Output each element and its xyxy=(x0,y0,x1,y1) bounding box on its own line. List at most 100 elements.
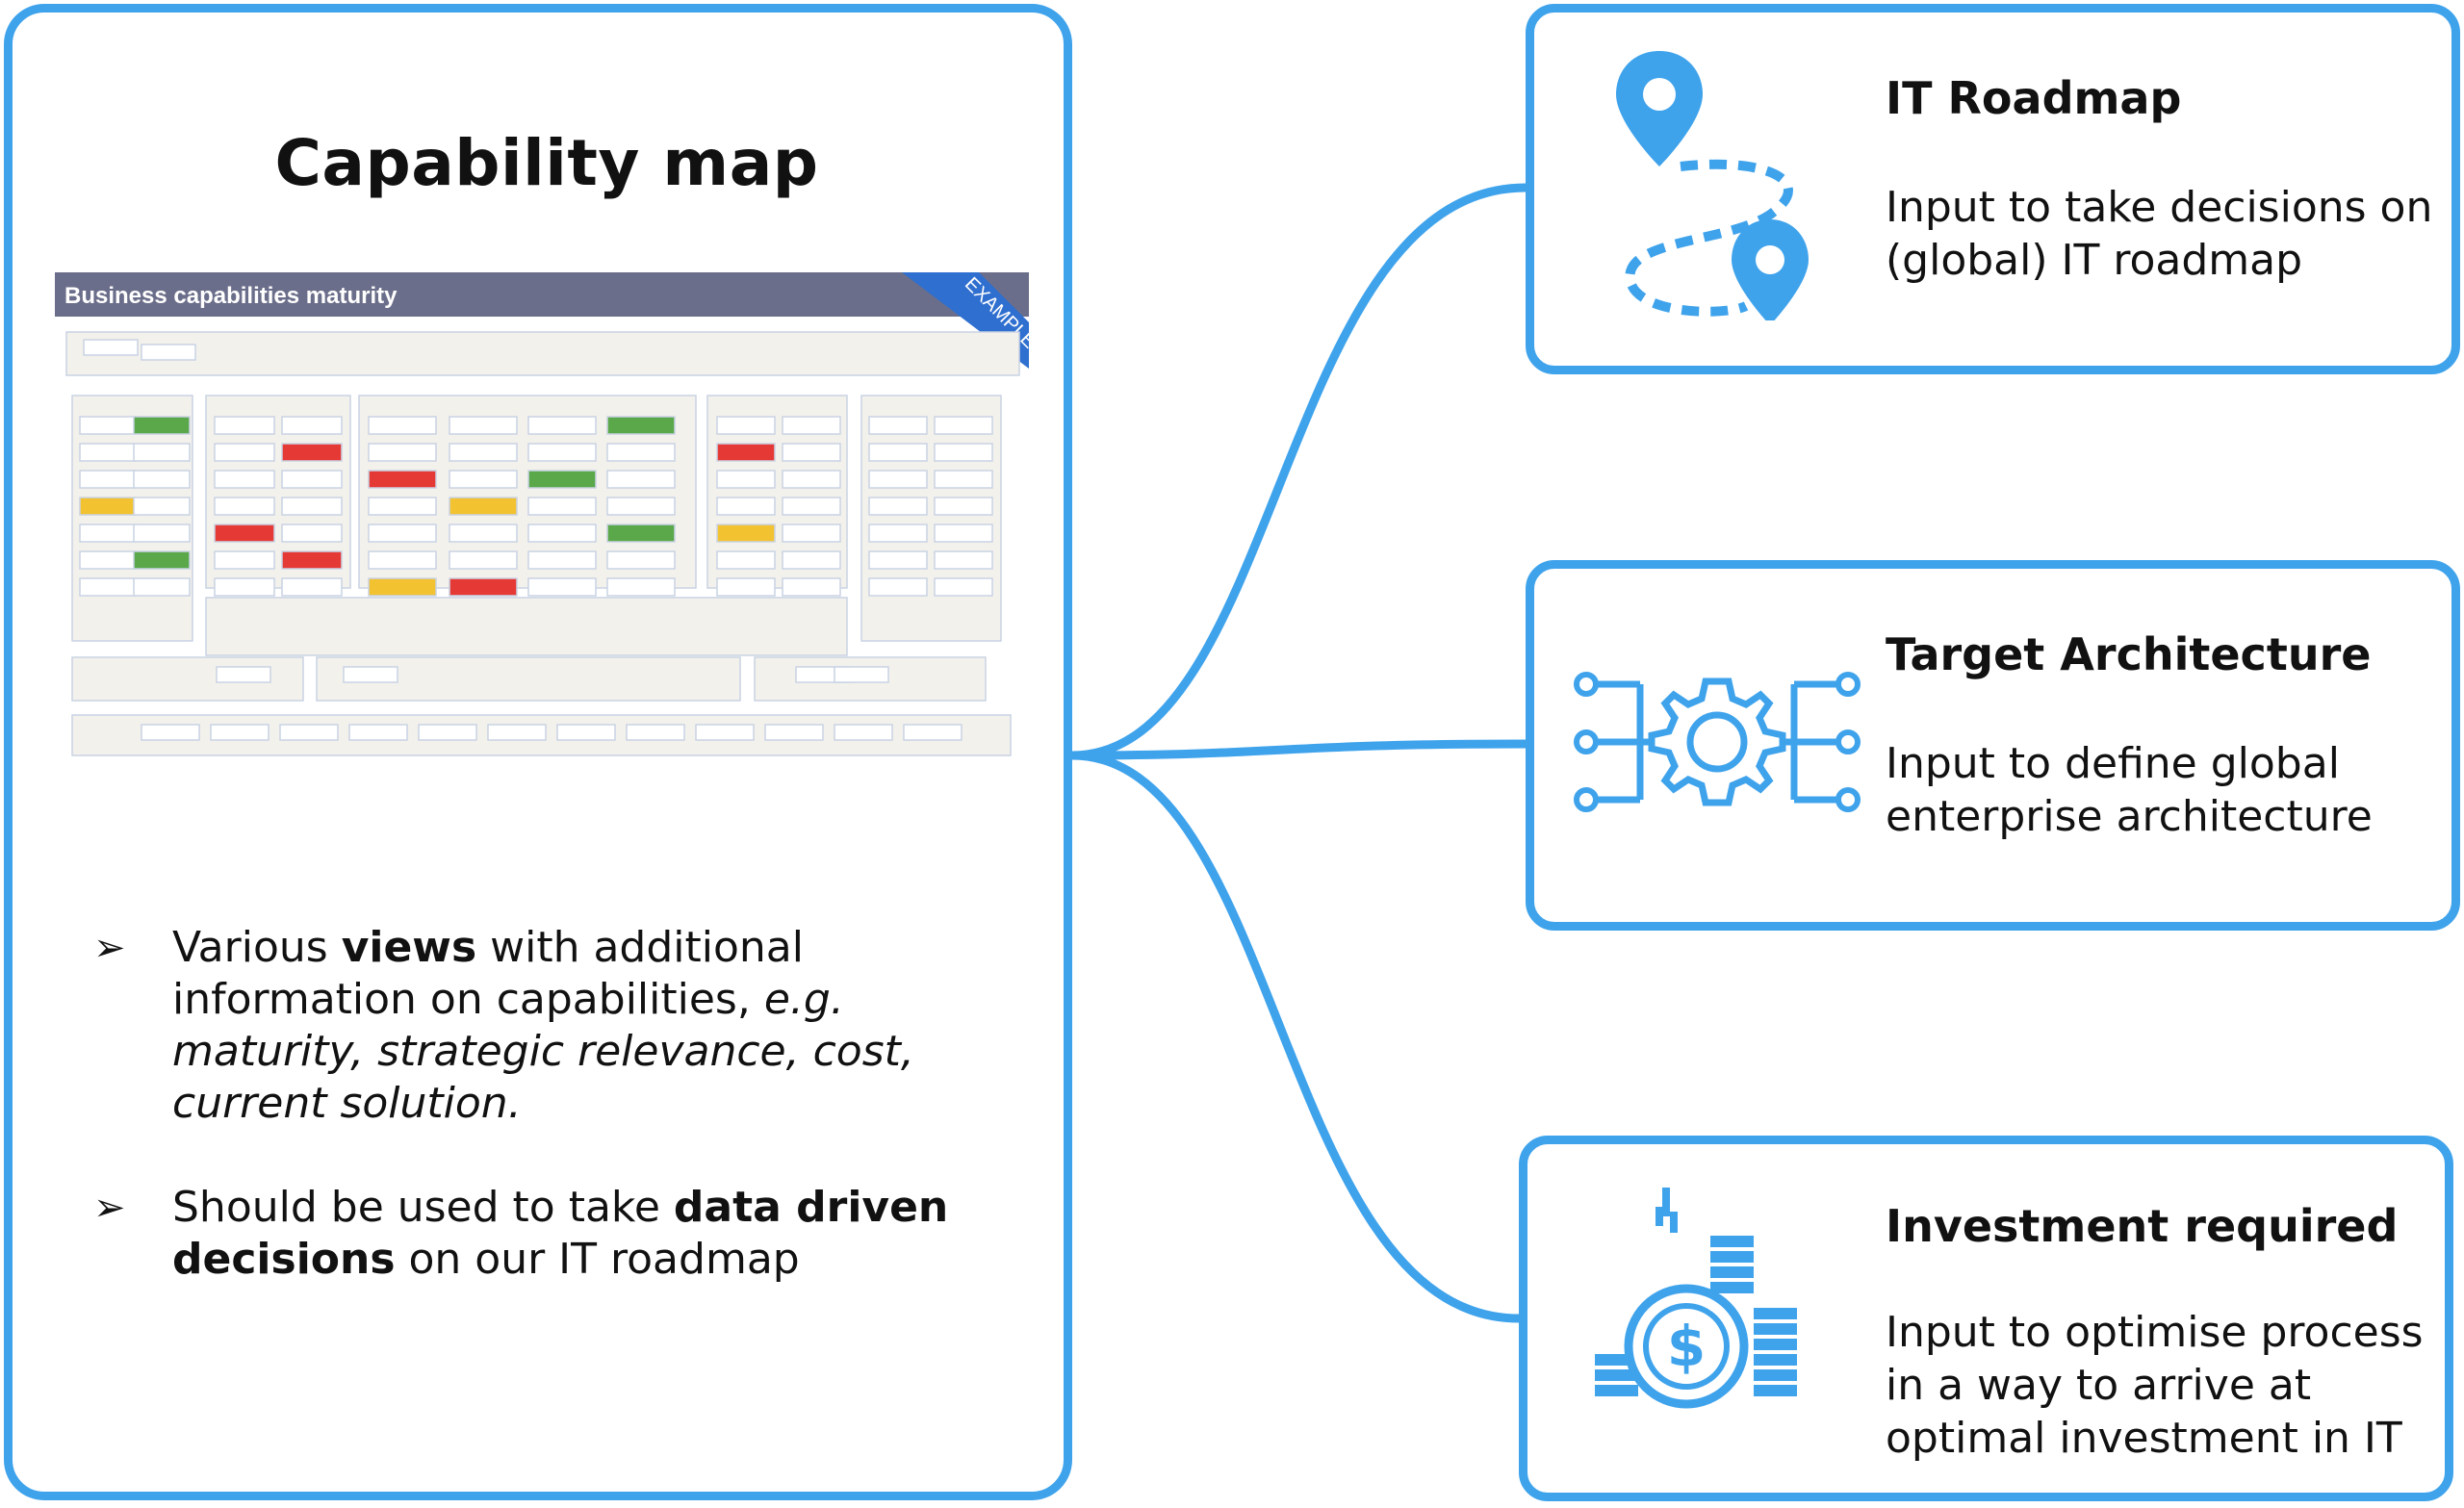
bullet-1-segment-0: Should be used to take xyxy=(172,1183,674,1232)
capability-box xyxy=(214,524,275,543)
capability-box xyxy=(281,524,343,543)
gear-network-icon xyxy=(1574,672,1861,812)
capability-box xyxy=(782,524,841,543)
capability-box xyxy=(834,666,889,683)
capability-box xyxy=(214,416,275,435)
capability-box xyxy=(934,524,993,543)
thumbnail-panel xyxy=(65,331,1020,376)
capability-box xyxy=(343,666,398,683)
capability-box xyxy=(716,524,776,543)
capability-box xyxy=(281,497,343,516)
capability-box xyxy=(527,497,597,516)
capability-box xyxy=(903,724,962,741)
capability-box xyxy=(782,497,841,516)
capability-box xyxy=(133,443,191,462)
thumbnail-panel xyxy=(860,395,1002,642)
capability-box xyxy=(695,724,755,741)
it-roadmap-card: IT Roadmap Input to take decisions on (g… xyxy=(1526,4,2460,374)
capability-box xyxy=(868,524,928,543)
capability-box xyxy=(449,577,518,597)
thumbnail-header: Business capabilities maturity xyxy=(64,283,398,309)
capability-box xyxy=(368,524,437,543)
capability-box xyxy=(716,443,776,462)
capability-box xyxy=(716,470,776,489)
capability-box xyxy=(83,339,139,356)
capability-box xyxy=(281,416,343,435)
target-architecture-card: Target Architecture Input to define glob… xyxy=(1526,560,2460,931)
capability-box xyxy=(141,344,196,361)
target-architecture-line-2: enterprise architecture xyxy=(1886,792,2373,841)
capability-box xyxy=(834,724,893,741)
capability-box xyxy=(606,550,676,570)
capability-box xyxy=(368,470,437,489)
capability-box xyxy=(418,724,477,741)
it-roadmap-title: IT Roadmap xyxy=(1886,72,2182,124)
capability-map-card: Capability map Business capabilities mat… xyxy=(4,4,1072,1500)
capability-box xyxy=(368,550,437,570)
investment-line-1: Input to optimise process xyxy=(1886,1308,2424,1357)
capability-box xyxy=(782,550,841,570)
capability-box xyxy=(133,550,191,570)
capability-box xyxy=(527,470,597,489)
capability-box xyxy=(782,416,841,435)
capability-box xyxy=(934,577,993,597)
investment-required-card: $ Investment required Input to optimise … xyxy=(1519,1136,2453,1501)
capability-box xyxy=(934,443,993,462)
capability-box xyxy=(79,524,137,543)
capability-box xyxy=(527,524,597,543)
capability-box xyxy=(868,416,928,435)
bullet-text-0: Various views with additional informatio… xyxy=(172,923,914,1128)
target-architecture-line-1: Input to define global xyxy=(1886,739,2340,788)
capability-box xyxy=(281,550,343,570)
capability-box xyxy=(449,443,518,462)
capability-box xyxy=(214,470,275,489)
capability-box xyxy=(281,470,343,489)
bullet-0-segment-2: with additional information on capabilit… xyxy=(172,923,804,1024)
bullet-0-segment-1: views xyxy=(341,923,477,972)
svg-text:$: $ xyxy=(1667,1314,1706,1379)
capability-box xyxy=(368,416,437,435)
business-capabilities-maturity-thumbnail: Business capabilities maturity EXAMPLE xyxy=(55,272,1029,763)
capability-box xyxy=(133,524,191,543)
capability-box xyxy=(868,443,928,462)
capability-box xyxy=(449,416,518,435)
bullet-text-1: Should be used to take data driven decis… xyxy=(172,1183,948,1284)
capability-box xyxy=(281,443,343,462)
bullet-1-segment-1: data driven decisions xyxy=(172,1183,949,1284)
capability-box xyxy=(934,416,993,435)
capability-box xyxy=(716,416,776,435)
capability-box xyxy=(133,416,191,435)
investment-line-3: optimal investment in IT xyxy=(1886,1414,2402,1463)
capability-box xyxy=(79,550,137,570)
capability-box xyxy=(782,470,841,489)
capability-box xyxy=(868,470,928,489)
thumbnail-panel xyxy=(205,597,848,656)
capability-box xyxy=(868,550,928,570)
capability-box xyxy=(79,416,137,435)
capability-box xyxy=(133,497,191,516)
capability-box xyxy=(606,443,676,462)
capability-box xyxy=(527,550,597,570)
capability-box xyxy=(606,416,676,435)
capability-box xyxy=(214,577,275,597)
capability-box xyxy=(782,443,841,462)
capability-box xyxy=(79,470,137,489)
capability-box xyxy=(606,577,676,597)
target-architecture-title: Target Architecture xyxy=(1886,628,2372,680)
capability-box xyxy=(368,577,437,597)
investment-line-2: in a way to arrive at xyxy=(1886,1361,2312,1410)
capability-box xyxy=(449,470,518,489)
capability-box xyxy=(368,497,437,516)
capability-box xyxy=(527,577,597,597)
capability-box xyxy=(216,666,271,683)
capability-box xyxy=(716,550,776,570)
capability-box xyxy=(133,577,191,597)
capability-box xyxy=(527,416,597,435)
capability-box xyxy=(210,724,270,741)
route-map-pin-icon xyxy=(1616,51,1809,320)
capability-box xyxy=(868,577,928,597)
capability-box xyxy=(606,524,676,543)
capability-box xyxy=(214,497,275,516)
capability-grid xyxy=(65,331,1020,756)
